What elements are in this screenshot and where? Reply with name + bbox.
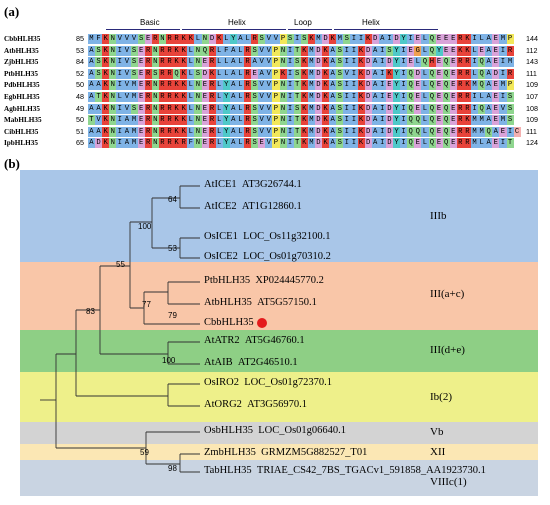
domain-label-helix-1: Helix bbox=[228, 18, 246, 27]
sequence-start: 51 bbox=[76, 126, 84, 136]
sequence-name: ZjbHLH35 bbox=[4, 58, 39, 67]
sequence-start: 49 bbox=[76, 103, 84, 113]
sequence-start: 85 bbox=[76, 34, 84, 43]
bootstrap-value: 59 bbox=[140, 448, 149, 457]
sequence-start: 48 bbox=[76, 92, 84, 101]
sequence-name: MabHLH35 bbox=[4, 116, 42, 125]
clade-label: Vb bbox=[430, 426, 444, 438]
highlight-marker-icon bbox=[256, 317, 267, 328]
clade-band-iiib bbox=[20, 170, 538, 262]
domain-label-loop: Loop bbox=[294, 18, 312, 27]
clade-label: XII bbox=[430, 446, 446, 458]
tree-leaf: AtICE1 AT3G26744.1 bbox=[204, 179, 302, 190]
tree-leaf: TabHLH35 TRIAE_CS42_7BS_TGACv1_591858_AA… bbox=[204, 465, 486, 476]
bootstrap-value: 83 bbox=[86, 307, 95, 316]
domain-bar-helix-1 bbox=[182, 29, 286, 30]
domain-label-helix-2: Helix bbox=[362, 18, 380, 27]
sequence-end: 108 bbox=[526, 103, 538, 113]
clade-label: VIIIc(1) bbox=[430, 476, 467, 488]
clade-band-vb bbox=[20, 422, 538, 444]
bootstrap-value: 100 bbox=[138, 222, 152, 231]
sequence-name: AtbHLH35 bbox=[4, 46, 39, 55]
sequence-end: 124 bbox=[526, 138, 538, 148]
tree-leaf-highlighted: CbbHLH35 bbox=[204, 317, 267, 328]
sequence-name: EgbHLH35 bbox=[4, 93, 40, 101]
sequence-end: 107 bbox=[526, 92, 538, 101]
tree-leaf: PtbHLH35 XP024445770.2 bbox=[204, 275, 324, 286]
tree-leaf: AtAIB AT2G46510.1 bbox=[204, 357, 298, 368]
bootstrap-value: 79 bbox=[168, 311, 177, 320]
domain-bar-loop bbox=[288, 29, 332, 30]
tree-leaf: ZmbHLH35 GRMZM5G882527_T01 bbox=[204, 447, 368, 458]
bootstrap-value: 98 bbox=[168, 464, 177, 473]
tree-leaf: OsIRO2 LOC_Os01g72370.1 bbox=[204, 377, 333, 388]
sequence-start: 50 bbox=[76, 115, 84, 125]
sequence-name: IpbHLH35 bbox=[4, 139, 38, 148]
clade-label: IIIb bbox=[430, 210, 447, 222]
clade-label: III(a+c) bbox=[430, 288, 465, 300]
domain-bar-basic bbox=[106, 29, 180, 30]
bootstrap-value: 55 bbox=[116, 260, 125, 269]
bootstrap-value: 53 bbox=[168, 244, 177, 253]
sequence-name: AgbHLH35 bbox=[4, 104, 40, 113]
sequence-end: 143 bbox=[526, 57, 538, 67]
clade-band-viiic1 bbox=[20, 460, 538, 496]
bootstrap-value: 77 bbox=[142, 300, 151, 309]
clade-band-xii bbox=[20, 444, 538, 460]
tree-leaf: AtbHLH35 AT5G57150.1 bbox=[204, 297, 317, 308]
clade-label: III(d+e) bbox=[430, 344, 465, 356]
sequence-end: 111 bbox=[526, 126, 537, 136]
bootstrap-value: 64 bbox=[168, 195, 177, 204]
clade-label: Ib(2) bbox=[430, 391, 452, 403]
clade-band-iii-d-e bbox=[20, 330, 538, 372]
sequence-start: 50 bbox=[76, 80, 84, 90]
tree-leaf: OsICE1 LOC_Os11g32100.1 bbox=[204, 231, 331, 242]
tree-branches bbox=[40, 185, 200, 473]
sequence-name: CibHLH35 bbox=[4, 127, 39, 136]
domain-bar-helix-2 bbox=[334, 29, 438, 30]
sequence-name: PdbHLH35 bbox=[4, 81, 40, 90]
sequence-end: 112 bbox=[526, 45, 538, 55]
sequence-end: 144 bbox=[526, 34, 538, 43]
sequence-name: PtbHLH35 bbox=[4, 69, 38, 78]
bootstrap-value: 100 bbox=[162, 356, 176, 365]
sequence-start: 52 bbox=[76, 68, 84, 78]
domain-label-basic: Basic bbox=[140, 18, 160, 27]
sequence-start: 65 bbox=[76, 138, 84, 148]
tree-leaf: AtORG2 AT3G56970.1 bbox=[204, 399, 307, 410]
sequence-start: 53 bbox=[76, 45, 84, 55]
sequence-start: 84 bbox=[76, 57, 84, 67]
clade-band-iii-a-c bbox=[20, 262, 538, 330]
panel-b-label: (b) bbox=[4, 156, 20, 171]
tree-leaf: AtATR2 AT5G46760.1 bbox=[204, 335, 305, 346]
sequence-name: CbbHLH35 bbox=[4, 35, 41, 43]
tree-leaf: AtICE2 AT1G12860.1 bbox=[204, 201, 302, 212]
tree-leaf: OsbHLH35 LOC_Os01g06640.1 bbox=[204, 425, 347, 436]
sequence-end: 109 bbox=[526, 115, 538, 125]
panel-a-label: (a) bbox=[4, 4, 20, 19]
clade-band-ib2 bbox=[20, 372, 538, 422]
sequence-end: 111 bbox=[526, 68, 537, 78]
tree-leaf: OsICE2 LOC_Os01g70310.2 bbox=[204, 251, 331, 262]
sequence-end: 109 bbox=[526, 80, 538, 90]
phylogenetic-tree: 64 100 53 55 77 79 83 100 59 98 AtICE1 A… bbox=[20, 170, 538, 496]
